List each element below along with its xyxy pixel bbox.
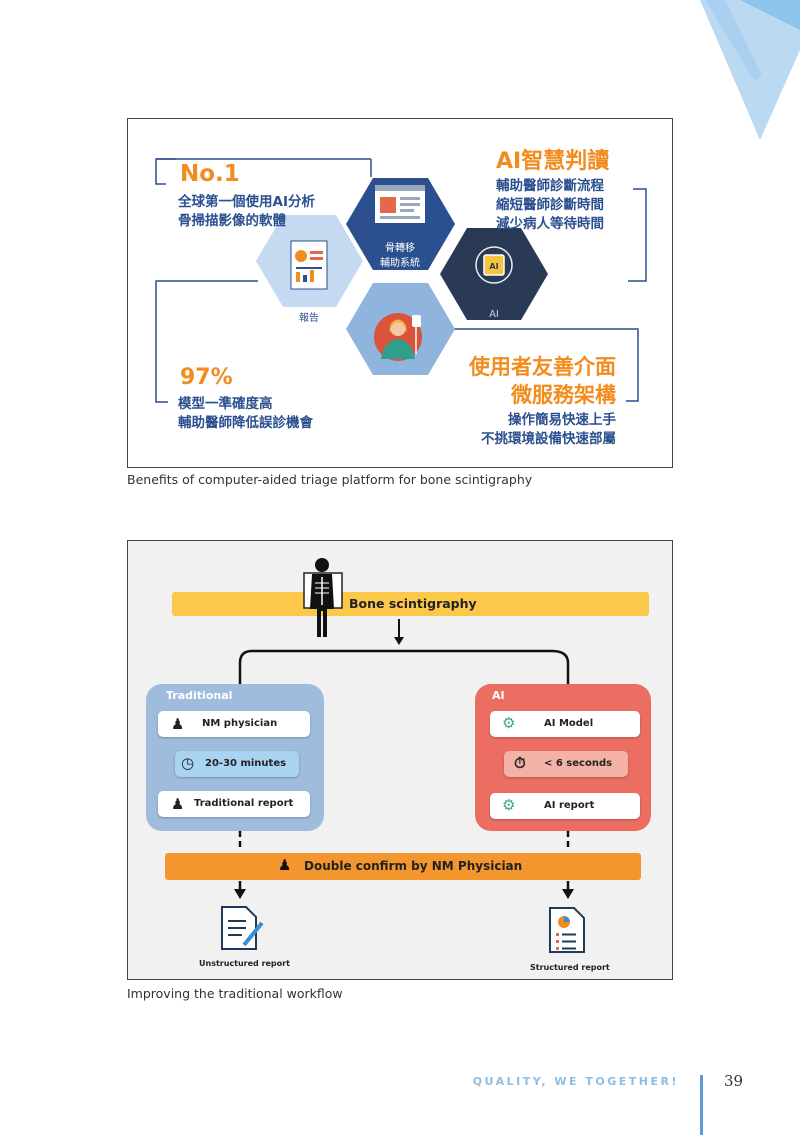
robot-icon: ⚙ [502, 714, 516, 732]
caption-figure1: Benefits of computer-aided triage platfo… [127, 472, 533, 487]
right-top-line2: 縮短醫師診斷時間 [496, 197, 604, 213]
left-bottom-line1: 模型一準確度高 [178, 396, 273, 412]
traditional-title: Traditional [166, 689, 233, 702]
double-confirm-label: Double confirm by NM Physician [304, 859, 523, 873]
ai-title: AI [492, 689, 505, 702]
hex-diagram: AI [155, 158, 647, 403]
right-bottom-line2: 不挑環境設備快速部屬 [481, 431, 616, 447]
traditional-time-box: ◷ 20-30 minutes [175, 751, 299, 777]
structured-report-icon [549, 907, 585, 953]
ai-report-label: AI report [544, 800, 595, 811]
ai-smart-title: AI智慧判讀 [496, 149, 610, 174]
right-bottom-line1: 操作簡易快速上手 [508, 412, 616, 428]
corner-decoration [700, 0, 800, 140]
structured-report-label: Structured report [530, 963, 610, 972]
caption-figure2: Improving the traditional workflow [127, 986, 343, 1001]
hex-ai-label: AI [489, 309, 499, 320]
robot-icon: ⚙ [502, 796, 516, 814]
stopwatch-icon: ⏱ [514, 754, 526, 772]
ai-report-box: ⚙ AI report [490, 793, 640, 819]
ai-model-box: ⚙ AI Model [490, 711, 640, 737]
left-bottom-line2: 輔助醫師降低誤診機會 [178, 415, 313, 431]
traditional-report-box: ♟ Traditional report [158, 791, 310, 817]
hex-system [346, 178, 455, 270]
hex-system-label-2: 輔助系統 [380, 258, 420, 269]
nm-physician-box: ♟ NM physician [158, 711, 310, 737]
ai-model-label: AI Model [544, 718, 594, 729]
accuracy-percent: 97% [180, 365, 233, 390]
workflow-lines [234, 558, 574, 899]
rank-no1: No.1 [180, 161, 240, 187]
footer-divider [700, 1075, 703, 1135]
hex-system-label-1: 骨轉移 [385, 243, 415, 254]
right-bottom-title2: 微服務架構 [511, 383, 616, 407]
ai-time-label: < 6 seconds [544, 758, 613, 769]
traditional-time-label: 20-30 minutes [205, 758, 287, 769]
unstructured-report-icon [221, 906, 264, 950]
hex-report-label: 報告 [299, 313, 319, 324]
unstructured-report-label: Unstructured report [199, 959, 290, 968]
clock-icon: ◷ [181, 754, 195, 772]
left-top-line1: 全球第一個使用AI分析 [178, 194, 315, 210]
doctor-icon: ♟ [171, 795, 185, 813]
doctor-icon: ♟ [278, 856, 292, 874]
left-top-line2: 骨掃描影像的軟體 [178, 213, 286, 229]
figure-workflow: Bone scintigraphy Traditional ♟ NM physi… [127, 540, 673, 980]
bone-scintigraphy-bar [172, 592, 649, 616]
nm-physician-label: NM physician [202, 718, 278, 729]
right-bottom-title1: 使用者友善介面 [469, 355, 616, 379]
ai-time-box: ⏱ < 6 seconds [504, 751, 628, 777]
page-number: 39 [724, 1072, 744, 1090]
svg-text:AI: AI [489, 262, 498, 271]
figure-benefits: AI 骨轉移 輔助系統 報告 AI No.1 全球第一個使用AI分析 骨掃描影像… [127, 118, 673, 468]
traditional-report-label: Traditional report [194, 798, 294, 809]
footer-slogan: QUALITY, WE TOGETHER! [472, 1075, 679, 1088]
doctor-icon: ♟ [171, 715, 185, 733]
double-confirm-bar [165, 853, 641, 880]
right-top-line1: 輔助醫師診斷流程 [496, 178, 604, 194]
right-top-line3: 減少病人等待時間 [496, 216, 604, 232]
bone-scintigraphy-label: Bone scintigraphy [349, 596, 477, 611]
